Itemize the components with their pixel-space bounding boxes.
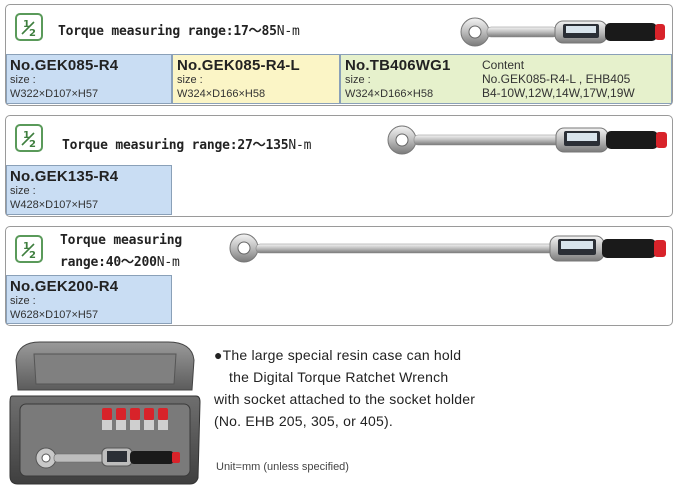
size-dimensions: W324×D166×H58: [345, 88, 434, 100]
size-label: size :: [177, 74, 203, 86]
range-value: 27～135: [237, 138, 289, 153]
size-dimensions: W628×D107×H57: [10, 309, 99, 321]
description-line-1: ●The large special resin case can hold: [214, 347, 462, 363]
size-label: size :: [10, 295, 36, 307]
svg-text:1: 1: [23, 19, 30, 30]
model-name: No.GEK135-R4: [10, 168, 119, 185]
content-label: Content: [482, 58, 525, 72]
size-label: size :: [345, 74, 371, 86]
model-cell-gek085-r4: [6, 54, 172, 104]
model-name: No.TB406WG1: [345, 57, 451, 74]
torque-wrench-short-image: [460, 17, 665, 47]
range-unit: N-m: [288, 138, 312, 153]
torque-range-3-line-2: range:40～200N-m: [60, 251, 180, 270]
model-cell-gek135-r4: [6, 165, 172, 215]
torque-range-1: Torque measuring range:17～85N-m: [58, 20, 300, 39]
size-dimensions: W322×D107×H57: [10, 88, 99, 100]
svg-text:1: 1: [23, 130, 30, 141]
description-line-4: (No. EHB 205, 305, or 405).: [214, 413, 393, 429]
svg-text:1: 1: [23, 241, 30, 252]
model-name: No.GEK085-R4: [10, 57, 119, 74]
unit-note: Unit=mm (unless specified): [216, 461, 349, 473]
model-cell-tb406wg1: [340, 54, 672, 104]
model-name: No.GEK085-R4-L: [177, 57, 300, 74]
content-line-2: B4-10W,12W,14W,17W,19W: [482, 86, 635, 100]
size-dimensions: W428×D107×H57: [10, 199, 99, 211]
range-unit: N-m: [156, 255, 180, 270]
svg-text:2: 2: [29, 28, 36, 39]
model-cell-gek085-r4-l: [172, 54, 340, 104]
size-label: size :: [10, 185, 36, 197]
torque-range-2: Torque measuring range:27～135N-m: [62, 134, 311, 153]
torque-wrench-long-image: [229, 233, 666, 263]
half-badge-icon: 1 2: [15, 13, 43, 41]
svg-text:2: 2: [29, 139, 36, 150]
range-unit: N-m: [276, 24, 300, 39]
resin-case-image: [9, 341, 201, 485]
size-label: size :: [10, 74, 36, 86]
model-name: No.GEK200-R4: [10, 278, 119, 295]
range-label: Torque measuring range:: [58, 24, 234, 39]
description-line-3: with socket attached to the socket holde…: [214, 391, 476, 407]
description-line-2: the Digital Torque Ratchet Wrench: [229, 369, 449, 385]
content-line-1: No.GEK085-R4-L , EHB405: [482, 72, 631, 86]
svg-text:2: 2: [29, 250, 36, 261]
range-value: 17～85: [233, 24, 277, 39]
half-badge-icon: 1 2: [15, 235, 43, 263]
torque-wrench-medium-image: [387, 125, 667, 155]
torque-range-3-line-1: Torque measuring: [60, 233, 183, 248]
range-value: 40～200: [105, 255, 157, 270]
range-label: Torque measuring range:: [62, 138, 238, 153]
half-badge-icon: 1 2: [15, 124, 43, 152]
range-label: range:: [60, 255, 106, 270]
model-cell-gek200-r4: [6, 275, 172, 324]
bullet-icon: ●: [214, 347, 223, 363]
size-dimensions: W324×D166×H58: [177, 88, 266, 100]
